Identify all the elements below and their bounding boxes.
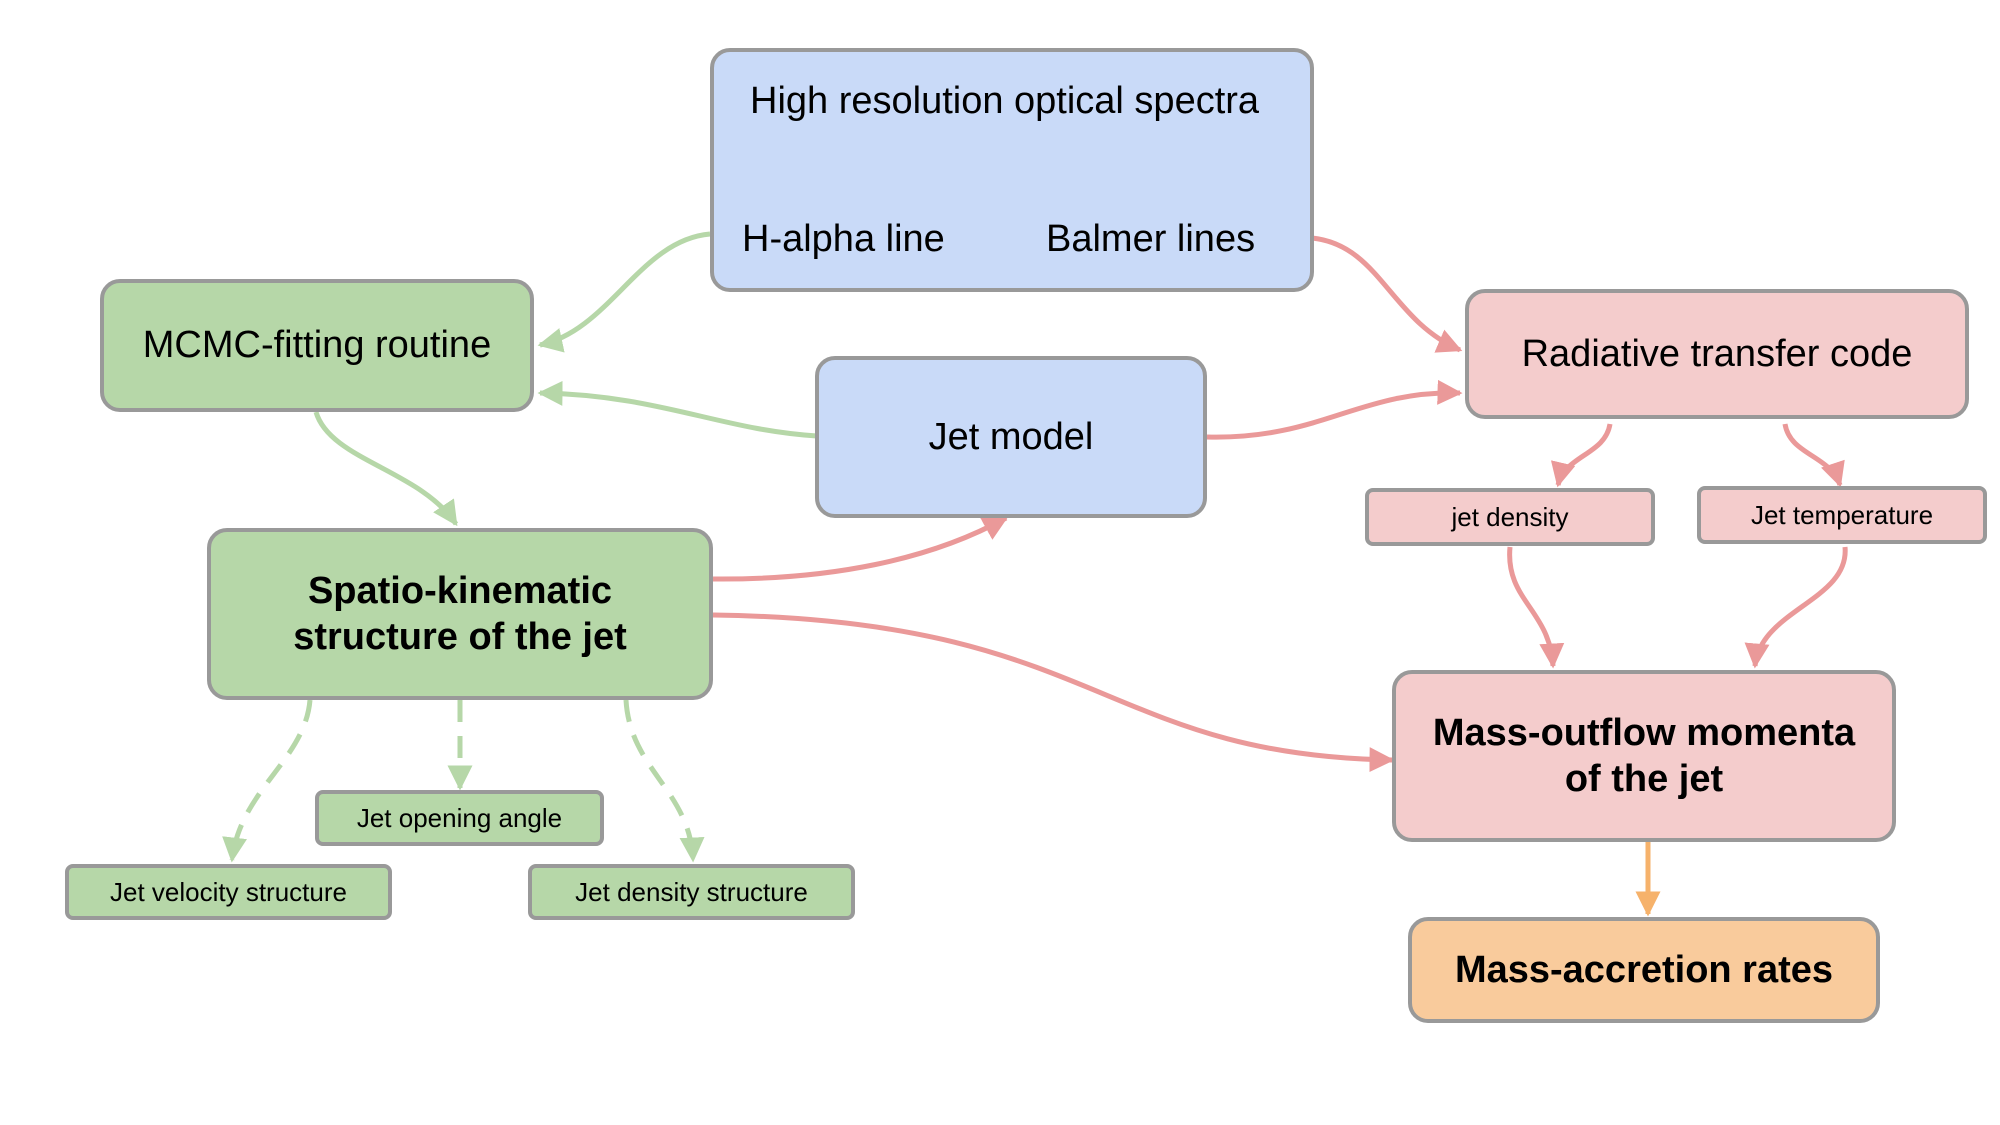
optical-spectra-title: High resolution optical spectra: [750, 80, 1260, 122]
spatio-kinematic-line1: Spatio-kinematic: [307, 570, 613, 612]
node-jet-velocity-structure: Jet velocity structure: [65, 864, 392, 920]
node-jet-density: jet density: [1365, 488, 1655, 546]
node-jet-density-structure: Jet density structure: [528, 864, 855, 920]
arrow-jetmodel-to-radiative: [1206, 379, 1463, 440]
node-mcmc-fitting: MCMC-fitting routine: [100, 279, 534, 412]
arrow-spatio-to-densitystruct: [623, 699, 705, 863]
arrow-halpha-to-mcmc: [537, 231, 711, 353]
arrow-density-to-outflow: [1507, 546, 1565, 669]
arrow-jetmodel-to-mcmc: [537, 380, 818, 439]
halpha-line-label: H-alpha line: [742, 218, 945, 260]
arrow-radiative-to-temperature: [1782, 423, 1845, 488]
node-jet-model: Jet model: [815, 356, 1207, 518]
arrow-balmer-to-radiative: [1311, 235, 1463, 353]
mass-outflow-line1: Mass-outflow momenta: [1432, 712, 1856, 754]
node-jet-opening-angle: Jet opening angle: [315, 790, 604, 846]
arrow-radiative-to-density: [1550, 423, 1613, 488]
mass-outflow-line2: of the jet: [1564, 758, 1724, 800]
arrow-spatio-to-velocity: [222, 699, 313, 863]
node-spatio-kinematic: Spatio-kinematic structure of the jet: [207, 528, 713, 700]
node-mass-accretion: Mass-accretion rates: [1408, 917, 1880, 1023]
arrow-spatio-to-jetmodel: [712, 515, 1009, 582]
node-radiative-transfer: Radiative transfer code: [1465, 289, 1969, 419]
arrow-mcmc-to-spatio: [313, 411, 459, 527]
node-mass-outflow: Mass-outflow momenta of the jet: [1392, 670, 1896, 842]
node-optical-spectra: [710, 48, 1314, 292]
arrow-temperature-to-outflow: [1744, 546, 1848, 669]
node-jet-temperature: Jet temperature: [1697, 486, 1987, 544]
arrow-spatio-to-outflow: [712, 612, 1395, 773]
spatio-kinematic-line2: structure of the jet: [293, 616, 627, 658]
balmer-lines-label: Balmer lines: [1046, 218, 1256, 260]
